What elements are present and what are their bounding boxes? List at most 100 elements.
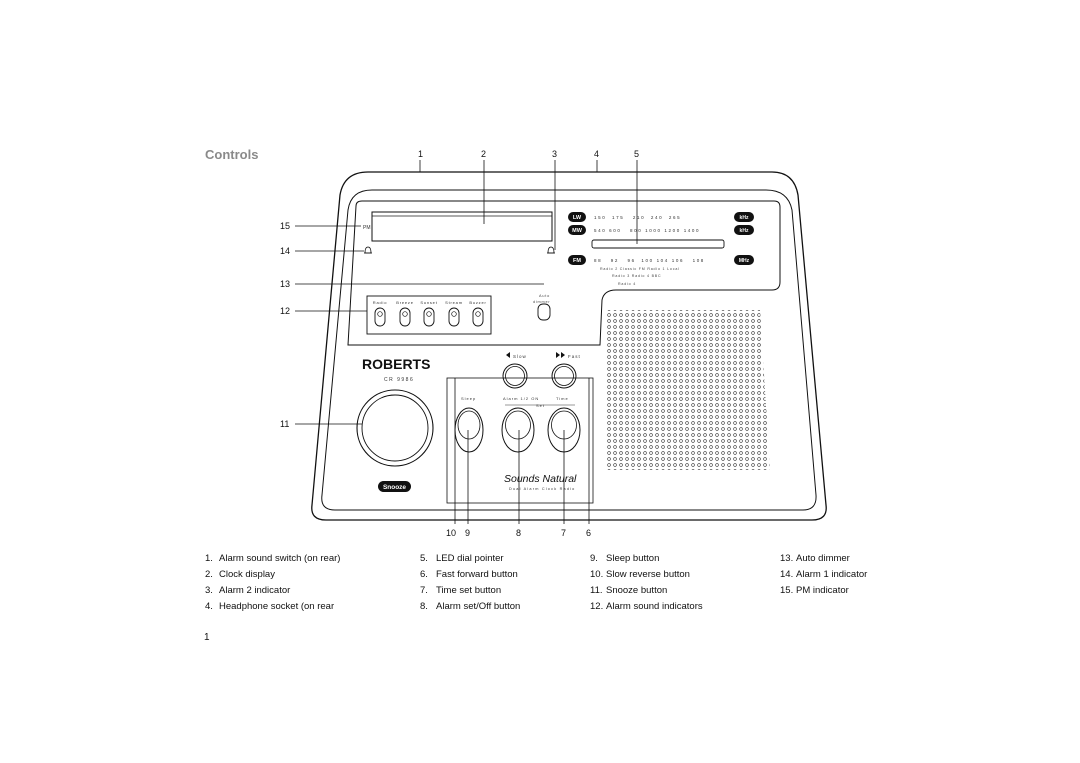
legend-label: Clock display — [219, 569, 275, 580]
alarm-sound-indicator-radio — [374, 307, 386, 327]
band-unit-mw: kHz — [740, 228, 749, 234]
alarm-sound-indicator-sunset — [423, 307, 435, 327]
alarm-sound-indicator-buzzer — [472, 307, 484, 327]
legend-label: LED dial pointer — [436, 553, 504, 564]
legend-label: Headphone socket (on rear — [219, 601, 335, 612]
slow-label: Slow — [513, 354, 527, 359]
slow-reverse-button — [502, 363, 528, 389]
band-name-mw: MW — [572, 228, 583, 234]
legend-number: 10. — [590, 569, 604, 580]
legend-item: 4. Headphone socket (on rear — [205, 601, 334, 612]
fm-subtext-2: Radio 3 Radio 4 BBC — [612, 274, 661, 278]
set-label: Set — [536, 403, 545, 408]
alarm-sound-label-breeze: Breeze — [396, 300, 413, 305]
front-panel — [321, 189, 817, 511]
legend-item: 13.Auto dimmer — [780, 553, 850, 564]
sleep-label: Sleep — [461, 396, 476, 401]
alarm-sound-led-buzzer — [475, 311, 481, 317]
legend-number: 2. — [205, 569, 213, 580]
fast-arrow-icon — [556, 352, 560, 358]
callout-10: 10 — [446, 528, 456, 538]
slow-arrow-icon — [506, 352, 510, 358]
auto-dimmer-label-1: Auto — [539, 294, 550, 298]
alarm-sound-label-stream: Stream — [445, 300, 463, 305]
band-scale-mw: 540 600 800 1000 1200 1400 — [594, 228, 700, 233]
callout-1: 1 — [418, 149, 423, 159]
legend-number: 7. — [420, 585, 428, 596]
clock-display — [371, 211, 553, 242]
band-badge-fm — [568, 255, 586, 265]
snooze-knob-inner — [361, 394, 429, 462]
sub-tagline: Dual Alarm Clock Radio — [509, 487, 576, 491]
legend-label: Fast forward button — [436, 569, 518, 580]
alarm-on-label: Alarm 1/2 ON — [503, 396, 539, 401]
legend-label: Snooze button — [606, 585, 668, 596]
alarm-sound-indicator-breeze — [399, 307, 411, 327]
brand-logo: ROBERTS — [362, 356, 430, 372]
snooze-label: Snooze — [383, 484, 406, 491]
alarm-sound-led-stream — [451, 311, 457, 317]
alarm-sound-led-sunset — [426, 311, 432, 317]
fm-subtext-3: Radio 4 — [618, 282, 636, 286]
band-scale-fm: 88 92 96 100 104 106 108 — [594, 258, 705, 263]
callout-3: 3 — [552, 149, 557, 159]
legend-item: 12.Alarm sound indicators — [590, 601, 703, 612]
fast-label: Fast — [568, 354, 581, 359]
callout-2: 2 — [481, 149, 486, 159]
band-unit-lw: kHz — [740, 215, 749, 221]
legend-item: 14.Alarm 1 indicator — [780, 569, 867, 580]
sleep-button — [454, 407, 484, 453]
legend-number: 12. — [590, 601, 604, 612]
band-unit-fm: MHz — [739, 258, 750, 264]
legend-number: 14. — [780, 569, 794, 580]
legend-label: Time set button — [436, 585, 502, 596]
callout-9: 9 — [465, 528, 470, 538]
legend-label: Auto dimmer — [796, 553, 850, 564]
auto-dimmer-label-2: dimmer — [533, 300, 550, 304]
callout-6: 6 — [586, 528, 591, 538]
legend-item: 5.LED dial pointer — [420, 553, 504, 564]
alarm-sound-indicator-stream — [448, 307, 460, 327]
model-number: CR 9986 — [384, 377, 414, 383]
callout-13: 13 — [280, 279, 290, 289]
legend-item: 9.Sleep button — [590, 553, 659, 564]
alarm-sound-led-radio — [377, 311, 383, 317]
legend-number: 4. — [205, 601, 213, 612]
legend-number: 8. — [420, 601, 428, 612]
legend-number: 15. — [780, 585, 794, 596]
legend-item: 3.Alarm 2 indicator — [205, 585, 290, 596]
page-number: 1 — [204, 632, 210, 643]
legend-label: Alarm 1 indicator — [796, 569, 868, 580]
cabinet-outline — [311, 171, 827, 521]
tagline: Sounds Natural — [504, 473, 577, 485]
legend-item: 1.Alarm sound switch (on rear) — [205, 553, 340, 564]
legend-label: PM indicator — [796, 585, 849, 596]
auto-dimmer-sensor — [537, 303, 551, 321]
callout-14: 14 — [280, 246, 290, 256]
speaker-grille — [606, 310, 770, 470]
callout-4: 4 — [594, 149, 599, 159]
alarm-sound-label-buzzer: Buzzer — [469, 300, 486, 305]
legend-item: 8. Alarm set/Off button — [420, 601, 520, 612]
alarm-2-bell-icon — [547, 246, 555, 254]
pm-label: PM — [363, 225, 371, 231]
legend-label: Slow reverse button — [606, 569, 690, 580]
legend-label: Alarm set/Off button — [436, 601, 521, 612]
legend-number: 13. — [780, 553, 794, 564]
band-name-fm: FM — [573, 258, 581, 264]
band-scale-lw: 150 175 210 240 265 — [594, 215, 681, 220]
led-dial-pointer — [591, 239, 725, 249]
band-name-lw: LW — [573, 215, 582, 221]
legend-item: 10.Slow reverse button — [590, 569, 690, 580]
legend-number: 11. — [590, 585, 603, 596]
display-window — [347, 200, 781, 346]
callout-15: 15 — [280, 221, 290, 231]
legend-label: Alarm sound switch (on rear) — [219, 553, 341, 564]
band-badge-mw — [568, 225, 586, 235]
legend-item: 15.PM indicator — [780, 585, 849, 596]
snooze-badge — [378, 481, 411, 492]
alarm-sound-label-sunset: Sunset — [420, 300, 437, 305]
fast-forward-button — [551, 363, 577, 389]
band-unit-badge-fm — [734, 255, 754, 265]
